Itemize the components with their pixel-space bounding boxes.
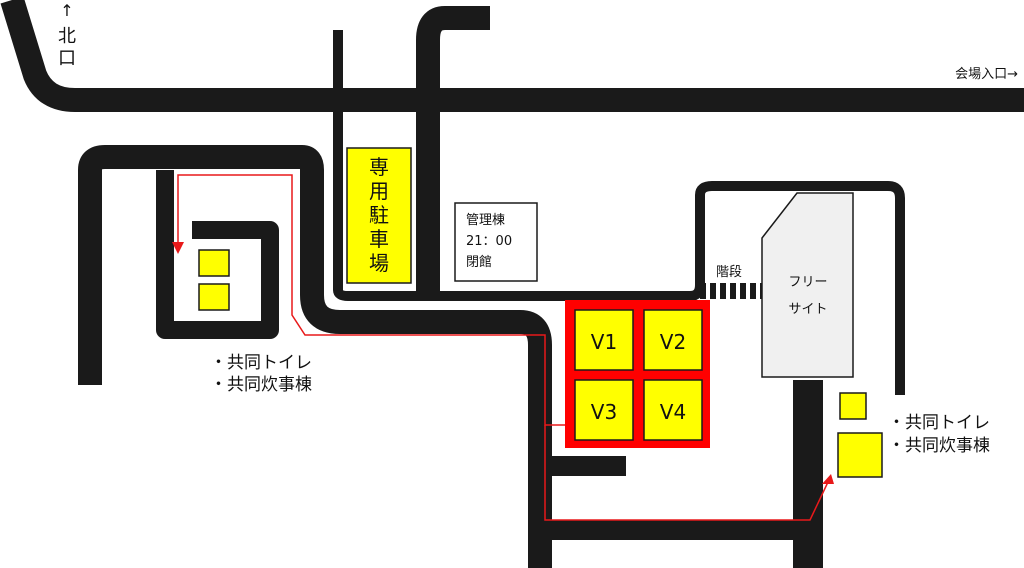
entrance-label: 会場入口→: [955, 67, 1018, 82]
stairs: [700, 283, 762, 299]
arrow-head-icon: [822, 474, 834, 484]
site-v2-label: V2: [660, 330, 686, 354]
route-lines: [177, 174, 829, 521]
north-exit: ↑ 北 口: [58, 1, 76, 69]
site-v1-label: V1: [591, 330, 617, 354]
right-facility-kitchen-label: ・共同炊事棟: [888, 436, 990, 456]
north-label-1: 北: [58, 26, 76, 47]
site-v4-label: V4: [660, 400, 686, 424]
route-arrowheads: [172, 242, 834, 484]
v-sites: V1 V2 V3 V4: [565, 300, 710, 448]
route-to-right-facilities: [544, 425, 829, 521]
office-name: 管理棟: [466, 213, 505, 228]
free-site-label-1: フリー: [788, 275, 827, 290]
office-building: 管理棟 21：00 閉館: [454, 202, 538, 282]
left-loop-road: [78, 145, 552, 568]
parking-label-2: 用: [369, 179, 389, 203]
right-facility-toilet-label: ・共同トイレ: [888, 413, 990, 433]
stairs-label: 階段: [716, 265, 742, 280]
up-arrow-icon: ↑: [60, 1, 73, 20]
center-vertical-road: [416, 6, 490, 300]
office-time: 21：00: [466, 234, 512, 249]
parking-area: 専 用 駐 車 場: [346, 147, 412, 284]
left-inner-road: [156, 170, 279, 339]
right-facilities: [837, 392, 883, 478]
left-facility-toilet-label: ・共同トイレ: [210, 353, 312, 373]
arrow-head-icon: [172, 242, 184, 254]
parking-label-4: 車: [369, 227, 389, 251]
office-closed: 閉館: [466, 255, 492, 270]
left-facilities: [198, 249, 230, 311]
site-v3-label: V3: [591, 400, 617, 424]
north-label-2: 口: [58, 48, 76, 69]
thin-road: [333, 30, 905, 395]
route-to-left-facilities: [177, 174, 565, 426]
parking-label-5: 場: [369, 251, 389, 275]
parking-label-3: 駐: [369, 203, 389, 227]
left-facility-kitchen-label: ・共同炊事棟: [210, 375, 312, 395]
free-site-label-2: サイト: [788, 302, 827, 317]
free-site: フリー サイト: [761, 192, 854, 378]
parking-label-1: 専: [369, 155, 389, 179]
north-road: [0, 0, 1024, 112]
